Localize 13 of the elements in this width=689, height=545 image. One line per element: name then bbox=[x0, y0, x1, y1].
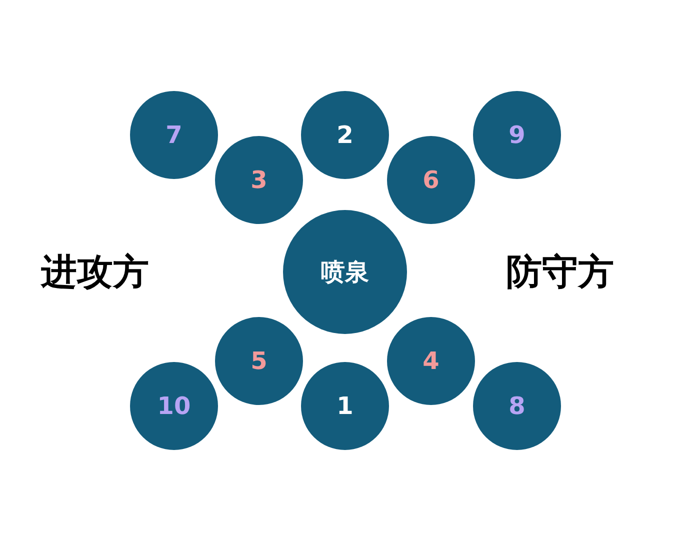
side-label: 防守方 bbox=[506, 250, 614, 294]
node-label: 9 bbox=[508, 121, 526, 149]
node-label: 6 bbox=[422, 166, 440, 194]
node-label: 5 bbox=[250, 347, 268, 375]
node-label: 7 bbox=[166, 121, 182, 149]
node-label: 喷泉 bbox=[321, 257, 369, 288]
node-label: 8 bbox=[508, 392, 526, 420]
node-label: 4 bbox=[422, 347, 440, 375]
node-label: 3 bbox=[250, 166, 268, 194]
node-label: 2 bbox=[336, 121, 354, 149]
node-label: 1 bbox=[336, 392, 354, 420]
side-label: 进攻方 bbox=[41, 250, 149, 294]
node-label: 10 bbox=[157, 392, 191, 420]
